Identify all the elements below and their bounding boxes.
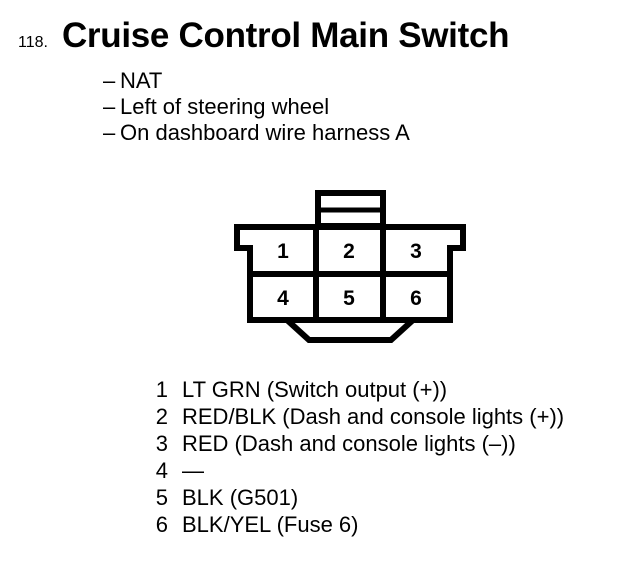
connector-pin-5: 5	[343, 287, 355, 310]
pin-legend-list: 1 LT GRN (Switch output (+)) 2 RED/BLK (…	[152, 376, 622, 538]
pin-legend-row: 1 LT GRN (Switch output (+))	[152, 376, 622, 403]
note-dash-icon: –	[103, 68, 116, 93]
pin-legend-number: 2	[155, 404, 168, 429]
note-line: – Left of steering wheel	[103, 94, 583, 120]
connector-pin-4: 4	[277, 287, 289, 310]
pin-legend-label: RED/BLK (Dash and console lights (+))	[182, 404, 565, 429]
pin-legend-row: 6 BLK/YEL (Fuse 6)	[152, 511, 622, 538]
note-dash-icon: –	[103, 94, 116, 119]
notes-list: – NAT – Left of steering wheel – On dash…	[103, 68, 583, 146]
connector-diagram: 1 2 3 4 5 6	[225, 190, 475, 345]
pin-legend-label: LT GRN (Switch output (+))	[182, 377, 448, 402]
page-title-text: Cruise Control Main Switch	[61, 16, 510, 55]
page-title: 118. Cruise Control Main Switch	[18, 18, 622, 58]
connector-pin-1: 1	[277, 240, 289, 263]
pin-legend-number: 6	[155, 512, 168, 537]
pin-legend-number: 4	[155, 458, 168, 483]
page-title-number: 118.	[18, 34, 48, 51]
pin-legend-label: BLK (G501)	[182, 485, 299, 510]
pin-legend-label: BLK/YEL (Fuse 6)	[182, 512, 359, 537]
pin-legend-row: 4 —	[152, 457, 622, 484]
pin-legend-row: 3 RED (Dash and console lights (–))	[152, 430, 622, 457]
pin-legend-number: 5	[155, 485, 168, 510]
pin-legend-row: 5 BLK (G501)	[152, 484, 622, 511]
pin-legend-label: RED (Dash and console lights (–))	[182, 431, 516, 456]
note-dash-icon: –	[103, 120, 116, 145]
connector-bottom-latch	[279, 317, 421, 343]
note-text: NAT	[120, 68, 163, 93]
note-text: Left of steering wheel	[120, 94, 330, 119]
pin-legend-label: —	[182, 458, 204, 483]
connector-svg: 1 2 3 4 5 6	[234, 190, 466, 343]
connector-top-tab	[315, 190, 386, 229]
note-line: – On dashboard wire harness A	[103, 120, 583, 146]
pin-legend-number: 1	[155, 377, 168, 402]
note-line: – NAT	[103, 68, 583, 94]
connector-pin-6: 6	[410, 287, 422, 310]
note-text: On dashboard wire harness A	[120, 120, 410, 145]
pin-legend-row: 2 RED/BLK (Dash and console lights (+))	[152, 403, 622, 430]
connector-pin-3: 3	[410, 240, 422, 263]
connector-pin-2: 2	[343, 240, 355, 263]
connector-body-outline	[234, 224, 466, 323]
pin-legend-number: 3	[155, 431, 168, 456]
